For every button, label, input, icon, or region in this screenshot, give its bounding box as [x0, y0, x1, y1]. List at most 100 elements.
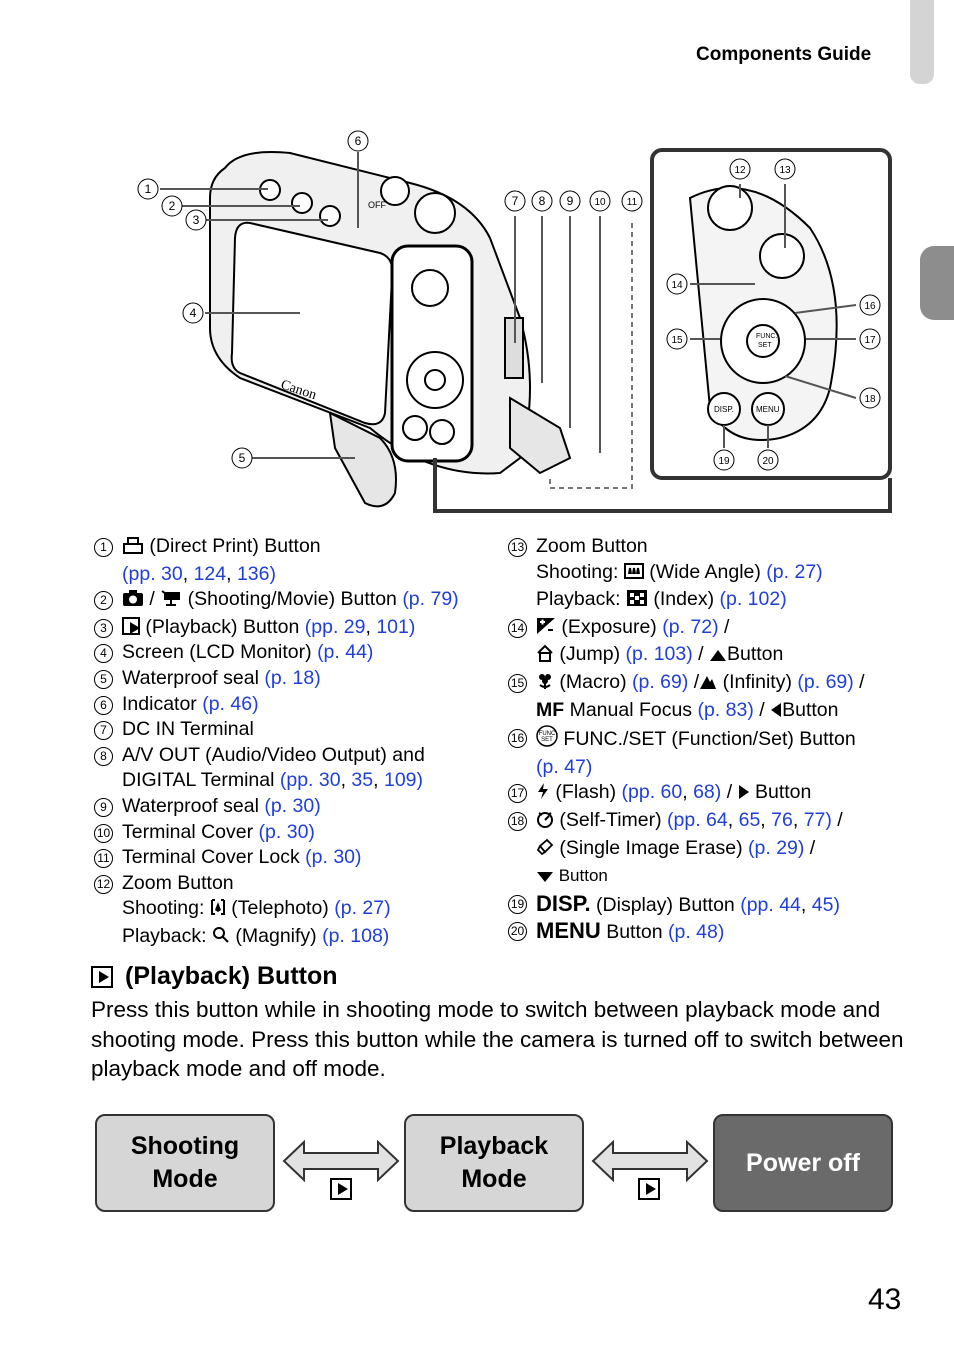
link-p30d[interactable]: (p. 30): [305, 846, 362, 869]
callout-17: 17: [859, 328, 881, 350]
erase-icon: [536, 838, 554, 864]
callout-6: 6: [347, 130, 369, 152]
link-p46[interactable]: (p. 46): [202, 692, 259, 715]
svg-text:16: 16: [864, 301, 876, 312]
link-124[interactable]: 124: [193, 562, 227, 585]
movie-icon: [160, 589, 182, 615]
link-76[interactable]: 76: [771, 808, 793, 831]
svg-text:6: 6: [355, 134, 362, 148]
link-68[interactable]: 68): [693, 781, 722, 804]
callout-19: 19: [713, 449, 735, 471]
link-p103[interactable]: (p. 103): [625, 643, 693, 666]
legend-item-18: 18 (Self-Timer) (pp. 64, 65, 76, 77) / (…: [508, 808, 908, 891]
callout-5: 5: [231, 447, 253, 469]
link-pp44[interactable]: (pp. 44: [740, 893, 801, 916]
link-136[interactable]: 136): [236, 562, 276, 585]
link-65[interactable]: 65: [738, 808, 761, 831]
callout-2: 2: [161, 195, 183, 217]
callout-8: 8: [531, 190, 553, 212]
power-off-box: Power off: [713, 1114, 893, 1212]
left-arrow-icon: [770, 700, 782, 726]
link-101[interactable]: 101): [376, 615, 416, 638]
legend-item-15: 15 (Macro) (p. 69) / (Infinity) (p. 69) …: [508, 670, 908, 725]
link-p27[interactable]: (p. 27): [334, 897, 391, 920]
link-p69b[interactable]: (p. 69): [797, 670, 854, 693]
svg-text:9: 9: [567, 194, 574, 208]
link-p30c[interactable]: (p. 30): [258, 820, 315, 843]
link-p44[interactable]: (p. 44): [317, 641, 374, 664]
svg-text:11: 11: [627, 197, 638, 208]
link-77[interactable]: 77): [803, 808, 832, 831]
legend-item-14: 14 (Exposure) (p. 72) / (Jump) (p. 103) …: [508, 615, 908, 670]
callout-10: 10: [589, 190, 611, 212]
down-arrow-icon: [536, 865, 554, 891]
up-arrow-icon: [709, 644, 727, 670]
link-pp29[interactable]: (pp. 29: [304, 615, 366, 638]
link-p79[interactable]: (p. 79): [402, 588, 459, 611]
link-pp64[interactable]: (pp. 64: [667, 808, 728, 831]
callout-20: 20: [757, 449, 779, 471]
link-p108[interactable]: (p. 108): [322, 924, 390, 947]
link-p83[interactable]: (p. 83): [697, 698, 754, 721]
link-p18[interactable]: (p. 18): [264, 666, 321, 689]
link-pp30[interactable]: (pp. 30: [122, 562, 183, 585]
telephoto-icon: [210, 898, 226, 924]
link-109[interactable]: 109): [383, 769, 424, 792]
camera-icon: [122, 589, 144, 615]
svg-text:SET: SET: [541, 737, 553, 743]
direct-print-icon: [122, 536, 144, 562]
callout-16: 16: [859, 294, 881, 316]
dashed-leader: [549, 223, 633, 489]
leader-lines: [160, 152, 857, 459]
inset-controls: [688, 185, 838, 441]
svg-text:12: 12: [734, 165, 746, 176]
link-p30[interactable]: (p. 30): [264, 794, 321, 817]
svg-text:FUNC: FUNC: [539, 731, 556, 737]
svg-text:SET: SET: [758, 342, 772, 349]
off-label: OFF: [368, 200, 386, 210]
svg-text:15: 15: [671, 335, 683, 346]
link-p102[interactable]: (p. 102): [719, 588, 787, 611]
svg-text:2: 2: [169, 199, 176, 213]
legend-left: 1 (Direct Print) Button(pp. 30, 124, 136…: [94, 534, 494, 952]
infinity-icon: [699, 672, 717, 698]
callout-15: 15: [666, 328, 688, 350]
mf-icon: MF: [536, 698, 565, 721]
svg-text:19: 19: [718, 456, 730, 467]
link-pp30b[interactable]: (pp. 30: [279, 769, 341, 792]
double-arrow-icon: [282, 1140, 400, 1182]
callout-13: 13: [774, 158, 796, 180]
camera-diagram: Canon OFF FUNC. SET DISP. MENU: [137, 130, 892, 513]
macro-icon: [536, 672, 554, 698]
callout-9: 9: [559, 190, 581, 212]
link-p69[interactable]: (p. 69): [632, 670, 689, 693]
callout-12: 12: [729, 158, 751, 180]
link-45[interactable]: 45): [811, 893, 840, 916]
disp-label: DISP.: [714, 405, 734, 414]
legend-item-1: 1 (Direct Print) Button(pp. 30, 124, 136…: [94, 534, 494, 587]
link-35[interactable]: 35: [351, 769, 374, 792]
jump-icon: [536, 644, 554, 670]
link-p47[interactable]: (p. 47): [536, 755, 593, 778]
chapter-tab: [920, 246, 954, 320]
page-header: Components Guide: [696, 44, 872, 65]
connector-bracket: [433, 458, 892, 513]
disp-icon: DISP.: [536, 890, 591, 916]
camera-body: [209, 151, 572, 508]
link-p48[interactable]: (p. 48): [668, 921, 725, 944]
link-p72[interactable]: (p. 72): [662, 615, 719, 638]
link-p29b[interactable]: (p. 29): [748, 836, 805, 859]
flash-icon: [536, 782, 550, 808]
callout-7: 7: [504, 190, 526, 212]
link-pp60[interactable]: (pp. 60: [621, 781, 683, 804]
link-p27b[interactable]: (p. 27): [766, 560, 823, 583]
